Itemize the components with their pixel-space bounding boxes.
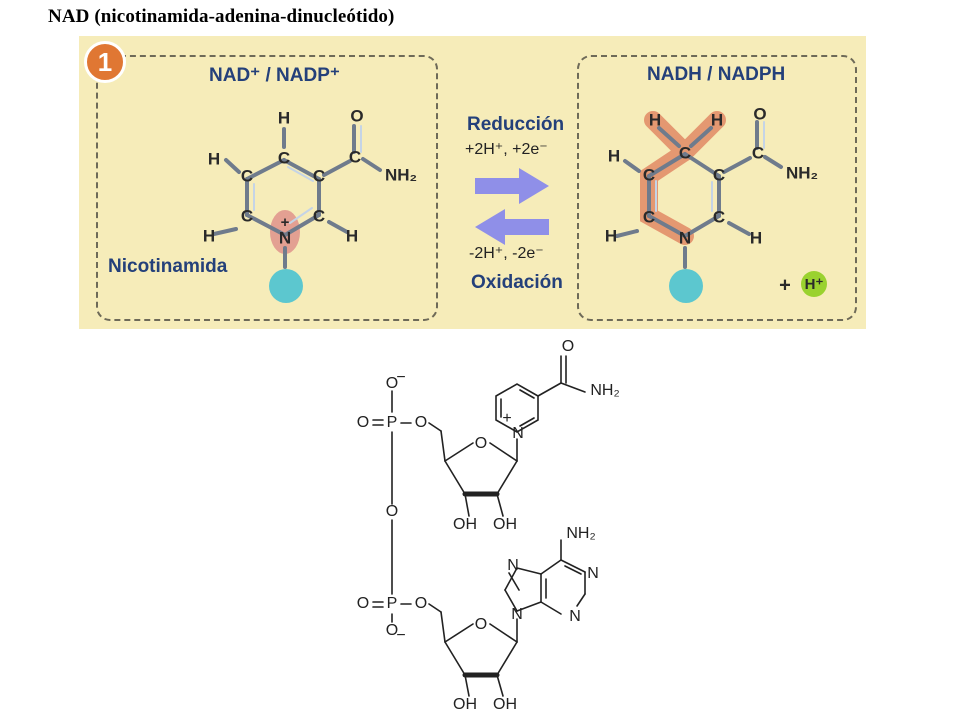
- atom-label: O: [386, 622, 398, 639]
- atom-label: N: [511, 606, 523, 623]
- atom-label: C: [713, 207, 725, 226]
- atom-label: H: [208, 149, 220, 168]
- atom-label: O: [475, 616, 487, 633]
- page-title: NAD (nicotinamida-adenina-dinucleótido): [48, 6, 395, 27]
- atom-label: C: [313, 166, 325, 185]
- atom-label: O: [357, 414, 369, 431]
- nad-redox-panel: 1 NAD⁺ / NADP⁺ Nicotinamida NADH / NADPH…: [79, 36, 866, 329]
- atom-label: H: [605, 226, 617, 245]
- atom-label: C: [643, 207, 655, 226]
- charge-label: +: [502, 410, 511, 427]
- charge-label: +: [281, 214, 290, 231]
- atom-label: H: [649, 110, 661, 129]
- atom-label: C: [241, 166, 253, 185]
- atom-label: O: [562, 338, 574, 355]
- oxidation-detail: -2H⁺, -2e⁻: [469, 245, 544, 262]
- atom-label: C: [349, 147, 361, 166]
- nad-structure-diagram: O − O P O O O OH OH N + O NH₂ O P O O − …: [357, 338, 620, 713]
- oxidized-form-title: NAD⁺ / NADP⁺: [209, 65, 340, 86]
- proton-label: H⁺: [805, 276, 824, 293]
- reduction-arrow: [475, 168, 549, 204]
- atom-label: O: [386, 503, 398, 520]
- atom-label: C: [679, 143, 691, 162]
- reduced-form-box: [577, 55, 857, 321]
- atom-label: N: [569, 608, 581, 625]
- atom-label: P: [387, 595, 398, 612]
- atom-label: O: [386, 375, 398, 392]
- proton-dot: [801, 271, 827, 297]
- atom-label: H: [711, 110, 723, 129]
- atom-label: NH₂: [385, 165, 417, 184]
- atom-label: N: [679, 228, 691, 247]
- atom-label: H: [608, 146, 620, 165]
- oxidation-arrow: [475, 209, 549, 245]
- reduced-form-title: NADH / NADPH: [647, 64, 786, 85]
- charge-label: −: [396, 369, 405, 386]
- atom-label: N: [279, 228, 291, 247]
- atom-label: O: [350, 106, 363, 125]
- atom-label: OH: [453, 696, 477, 713]
- atom-label: C: [752, 143, 764, 162]
- oxidized-form-box: [96, 55, 438, 321]
- oxidation-label: Oxidación: [471, 272, 563, 293]
- ribose-dot: [269, 269, 303, 303]
- atom-label: O: [357, 595, 369, 612]
- atom-label: H: [278, 108, 290, 127]
- nicotinamide-label: Nicotinamida: [108, 256, 228, 277]
- atom-label: N: [507, 557, 519, 574]
- atom-label: O: [475, 435, 487, 452]
- reduction-label: Reducción: [467, 114, 565, 135]
- atom-label: N: [587, 565, 599, 582]
- atom-label: O: [415, 414, 427, 431]
- oxidized-ring: C C C N + C C H H H H C O NH₂: [203, 106, 417, 303]
- reduction-detail: +2H⁺, +2e⁻: [465, 141, 548, 158]
- atom-label: OH: [453, 516, 477, 533]
- atom-label: NH₂: [590, 382, 619, 399]
- atom-label: NH₂: [786, 163, 818, 182]
- ribose-dot: [669, 269, 703, 303]
- atom-label: H: [203, 226, 215, 245]
- atom-label: C: [278, 148, 290, 167]
- atom-label: C: [313, 206, 325, 225]
- atom-label: C: [643, 165, 655, 184]
- atom-label: C: [713, 165, 725, 184]
- atom-label: O: [753, 104, 766, 123]
- atom-label: H: [750, 228, 762, 247]
- atom-label: C: [241, 206, 253, 225]
- plus-sign: +: [779, 274, 791, 296]
- atom-label: OH: [493, 516, 517, 533]
- atom-label: NH₂: [566, 525, 595, 542]
- charge-label: −: [396, 627, 405, 644]
- step-number-badge: 1: [84, 41, 126, 83]
- atom-label: OH: [493, 696, 517, 713]
- atom-label: N: [512, 425, 524, 442]
- atom-label: P: [387, 414, 398, 431]
- atom-label: O: [415, 595, 427, 612]
- atom-label: H: [346, 226, 358, 245]
- reduced-ring: H H C C C N C C H H H C O NH₂ + H⁺: [605, 104, 827, 303]
- panel-structures: C C C N + C C H H H H C O NH₂: [203, 104, 827, 303]
